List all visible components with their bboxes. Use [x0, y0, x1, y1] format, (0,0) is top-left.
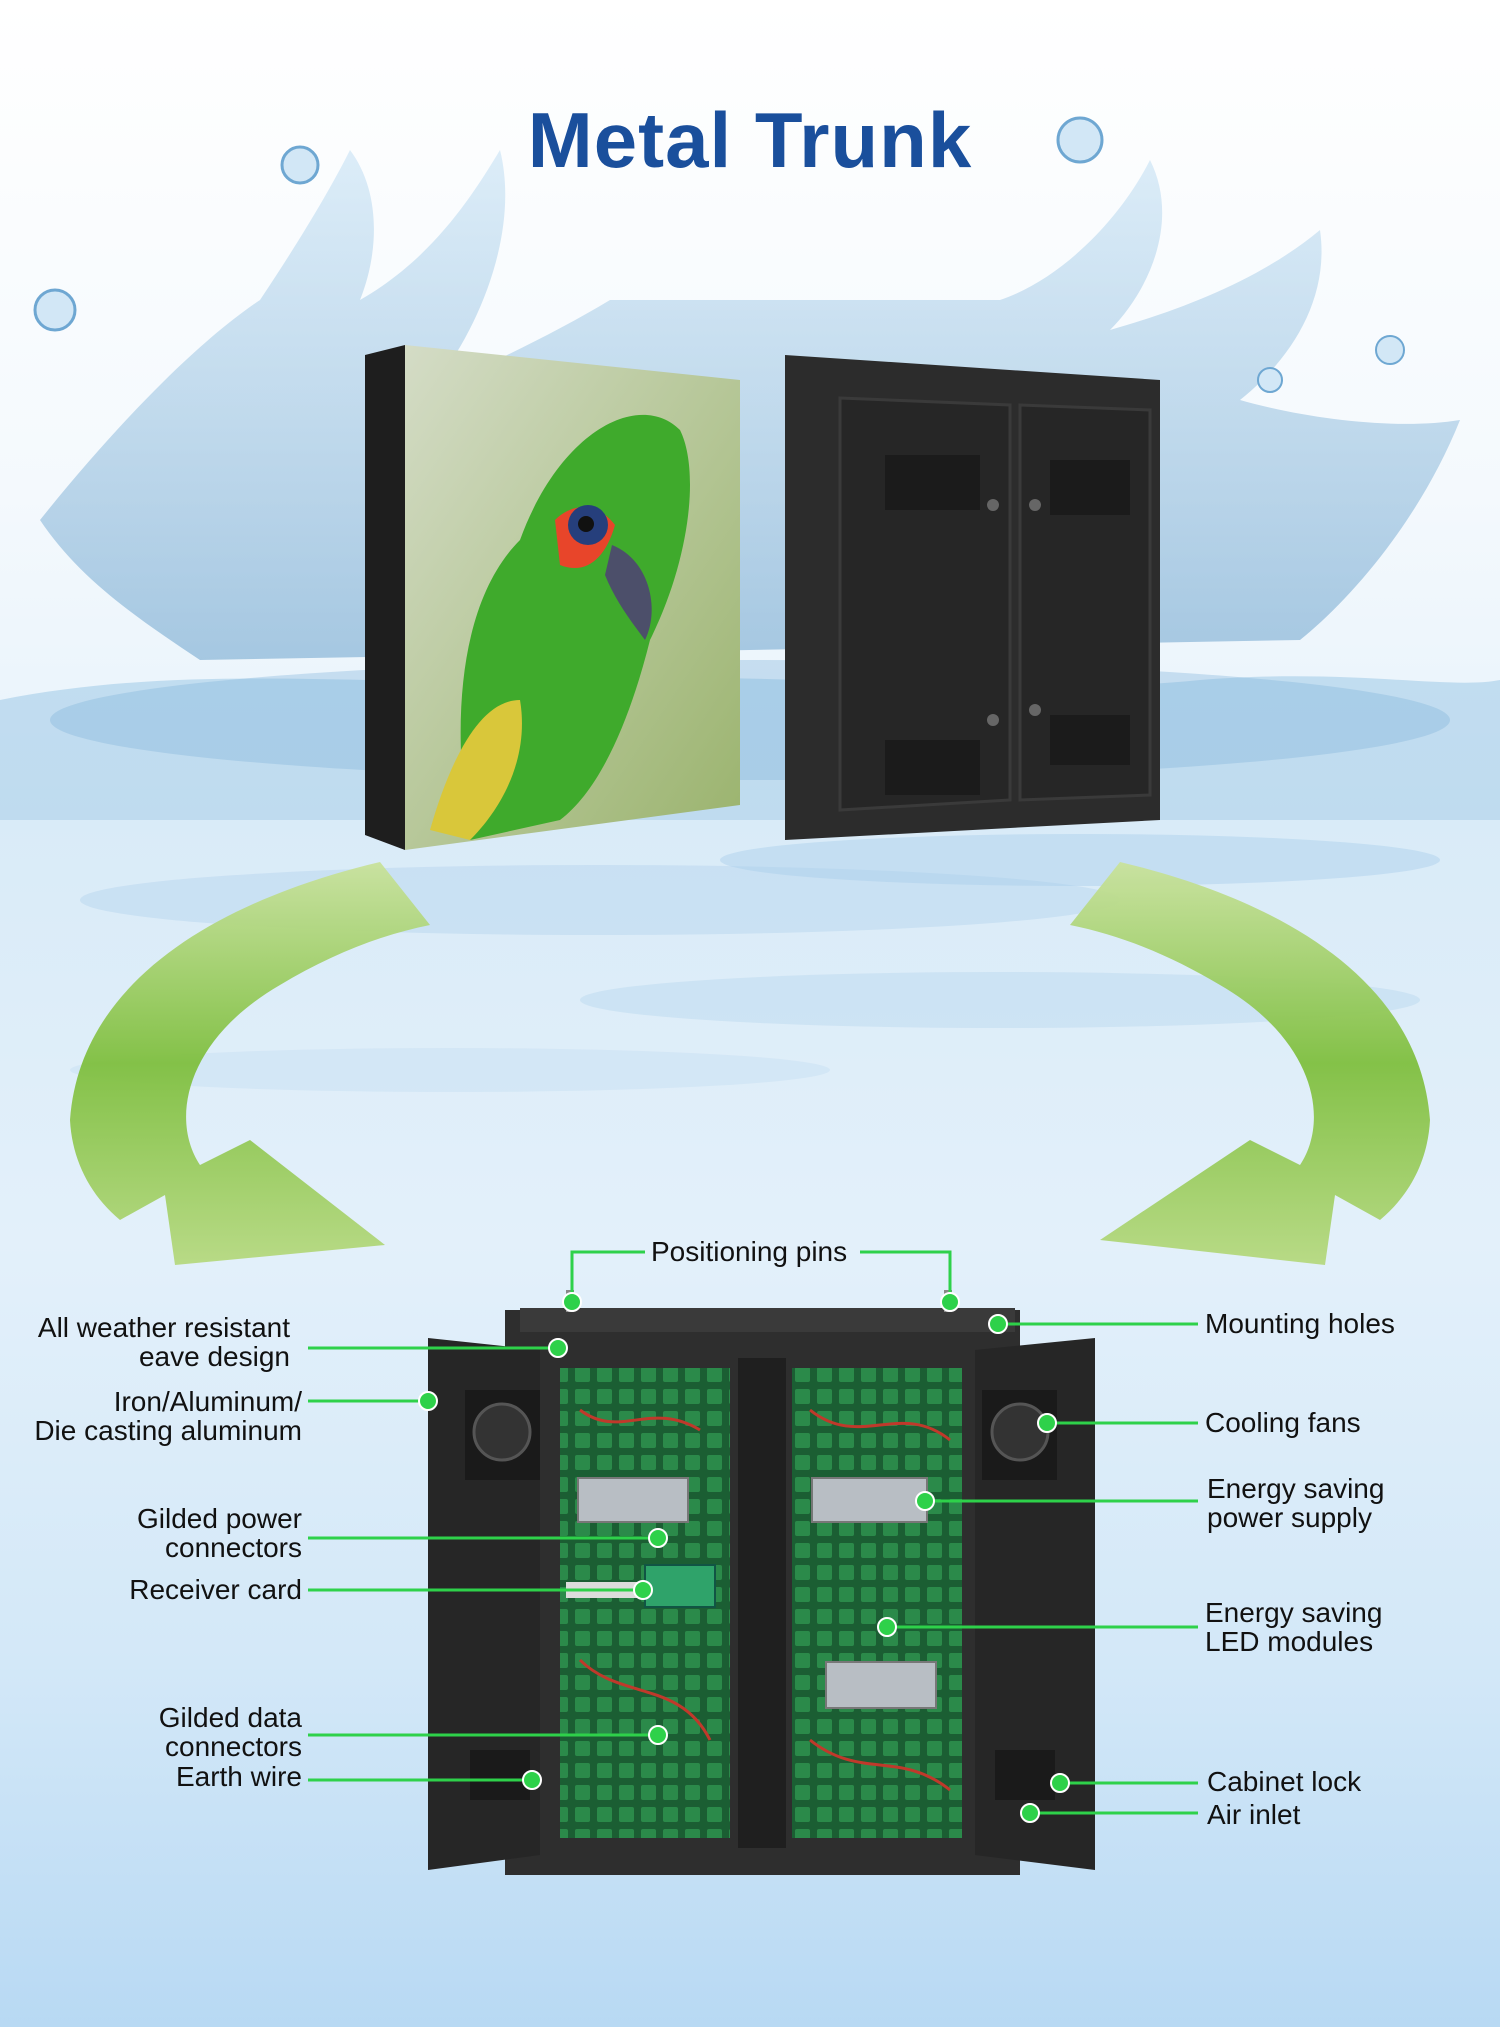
label-receiver-card: Receiver card	[129, 1574, 302, 1605]
open-cabinet	[428, 1290, 1095, 1875]
label-gilded-power: Gilded power connectors	[10, 1504, 302, 1562]
label-earth-wire: Earth wire	[175, 1761, 302, 1792]
label-iron-line1: Iron/Aluminum/	[113, 1386, 302, 1417]
label-gilded-power-line1: Gilded power	[137, 1503, 302, 1534]
label-modules-line2: LED modules	[1205, 1626, 1374, 1657]
display-cabinet-front	[365, 345, 740, 850]
page-title: Metal Trunk	[527, 96, 973, 184]
label-mounting-holes: Mounting holes	[1205, 1308, 1395, 1339]
label-weather-resistant: All weather resistant eave design	[20, 1313, 290, 1371]
display-cabinet-rear	[785, 355, 1160, 840]
label-power-supply-line1: Energy saving	[1207, 1473, 1385, 1504]
callout-lines	[308, 1250, 1198, 1815]
label-gilded-power-line2: connectors	[165, 1532, 302, 1563]
curved-arrow-left	[70, 862, 430, 1265]
curved-arrow-right	[1070, 862, 1430, 1265]
label-gilded-data: Gilded data connectors	[10, 1703, 302, 1761]
label-power-supply-line2: power supply	[1207, 1502, 1372, 1533]
label-gilded-data-line1: Gilded data	[158, 1702, 302, 1733]
label-gilded-data-line2: connectors	[165, 1731, 302, 1762]
label-air-inlet: Air inlet	[1207, 1799, 1301, 1830]
label-cabinet-lock: Cabinet lock	[1207, 1766, 1362, 1797]
label-power-supply: Energy saving power supply	[1207, 1474, 1384, 1532]
label-led-modules: Energy saving LED modules	[1205, 1598, 1382, 1656]
label-cooling-fans: Cooling fans	[1205, 1407, 1361, 1438]
label-weather-line1: All weather resistant	[37, 1312, 290, 1343]
label-weather-line2: eave design	[138, 1341, 290, 1372]
label-iron-line2: Die casting aluminum	[34, 1415, 302, 1446]
label-modules-line1: Energy saving	[1205, 1597, 1383, 1628]
callout-dots	[418, 1292, 1070, 1823]
label-positioning-pins: Positioning pins	[651, 1236, 848, 1267]
label-iron-aluminum: Iron/Aluminum/ Die casting aluminum	[10, 1387, 302, 1445]
